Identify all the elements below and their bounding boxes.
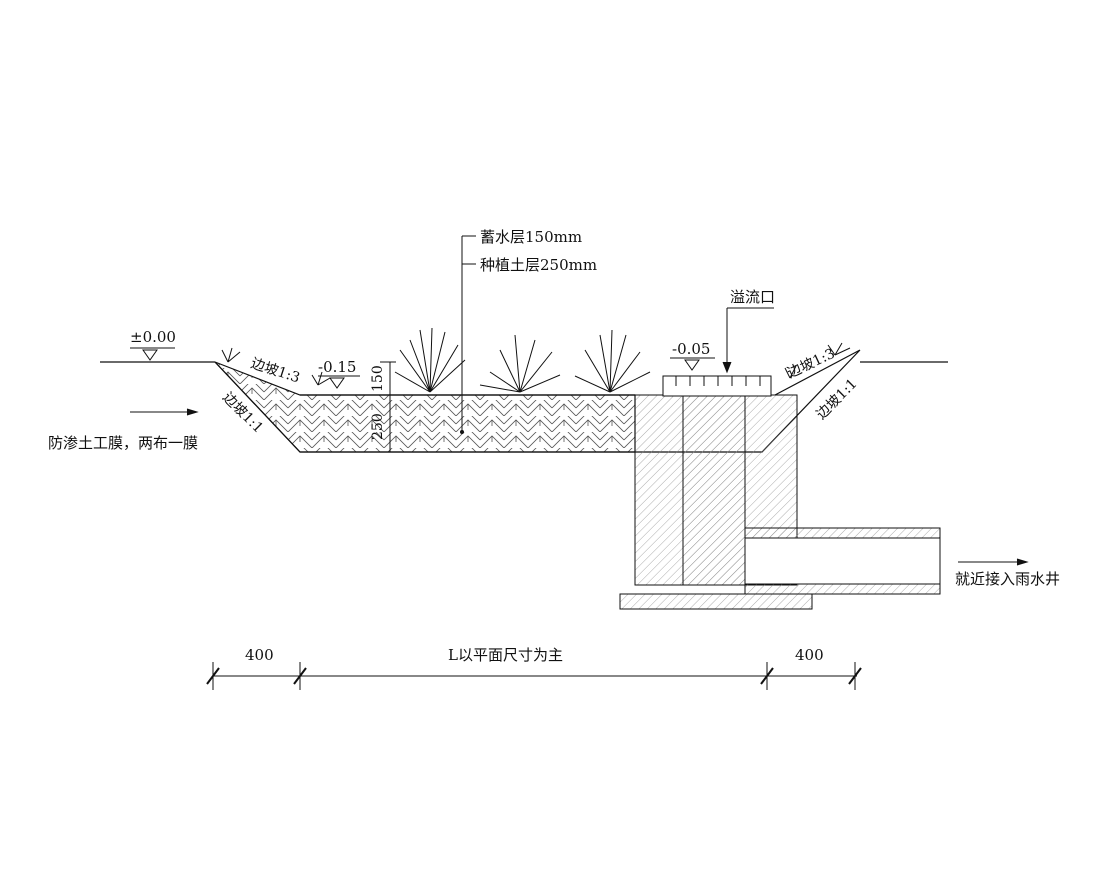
label-overflow: 溢流口 (730, 288, 775, 306)
label-dim-mid: L以平面尺寸为主 (448, 646, 563, 664)
label-elev-basin: -0.15 (318, 358, 356, 376)
overflow-structure (619, 375, 941, 610)
label-dim-left: 400 (245, 646, 274, 664)
dimension-line (206, 662, 862, 690)
label-water-layer: 蓄水层150mm (480, 228, 582, 246)
label-membrane: 防渗土工膜，两布一膜 (48, 434, 198, 452)
label-elev-ground: ±0.00 (130, 328, 176, 346)
plant-icon (221, 327, 851, 393)
label-dim-150: 150 (370, 365, 386, 392)
label-dim-right: 400 (795, 646, 824, 664)
label-slope-right-bottom: 边坡1:1 (814, 376, 861, 423)
flow-arrow (130, 408, 1029, 566)
label-rainwell: 就近接入雨水井 (955, 570, 1060, 588)
trench-outline (214, 361, 635, 453)
elevation-marker (130, 347, 715, 389)
label-soil-layer: 种植土层250mm (480, 256, 597, 274)
label-elev-overflow: -0.05 (672, 340, 710, 358)
label-dim-250: 250 (370, 413, 386, 440)
leader-lines (380, 235, 774, 453)
